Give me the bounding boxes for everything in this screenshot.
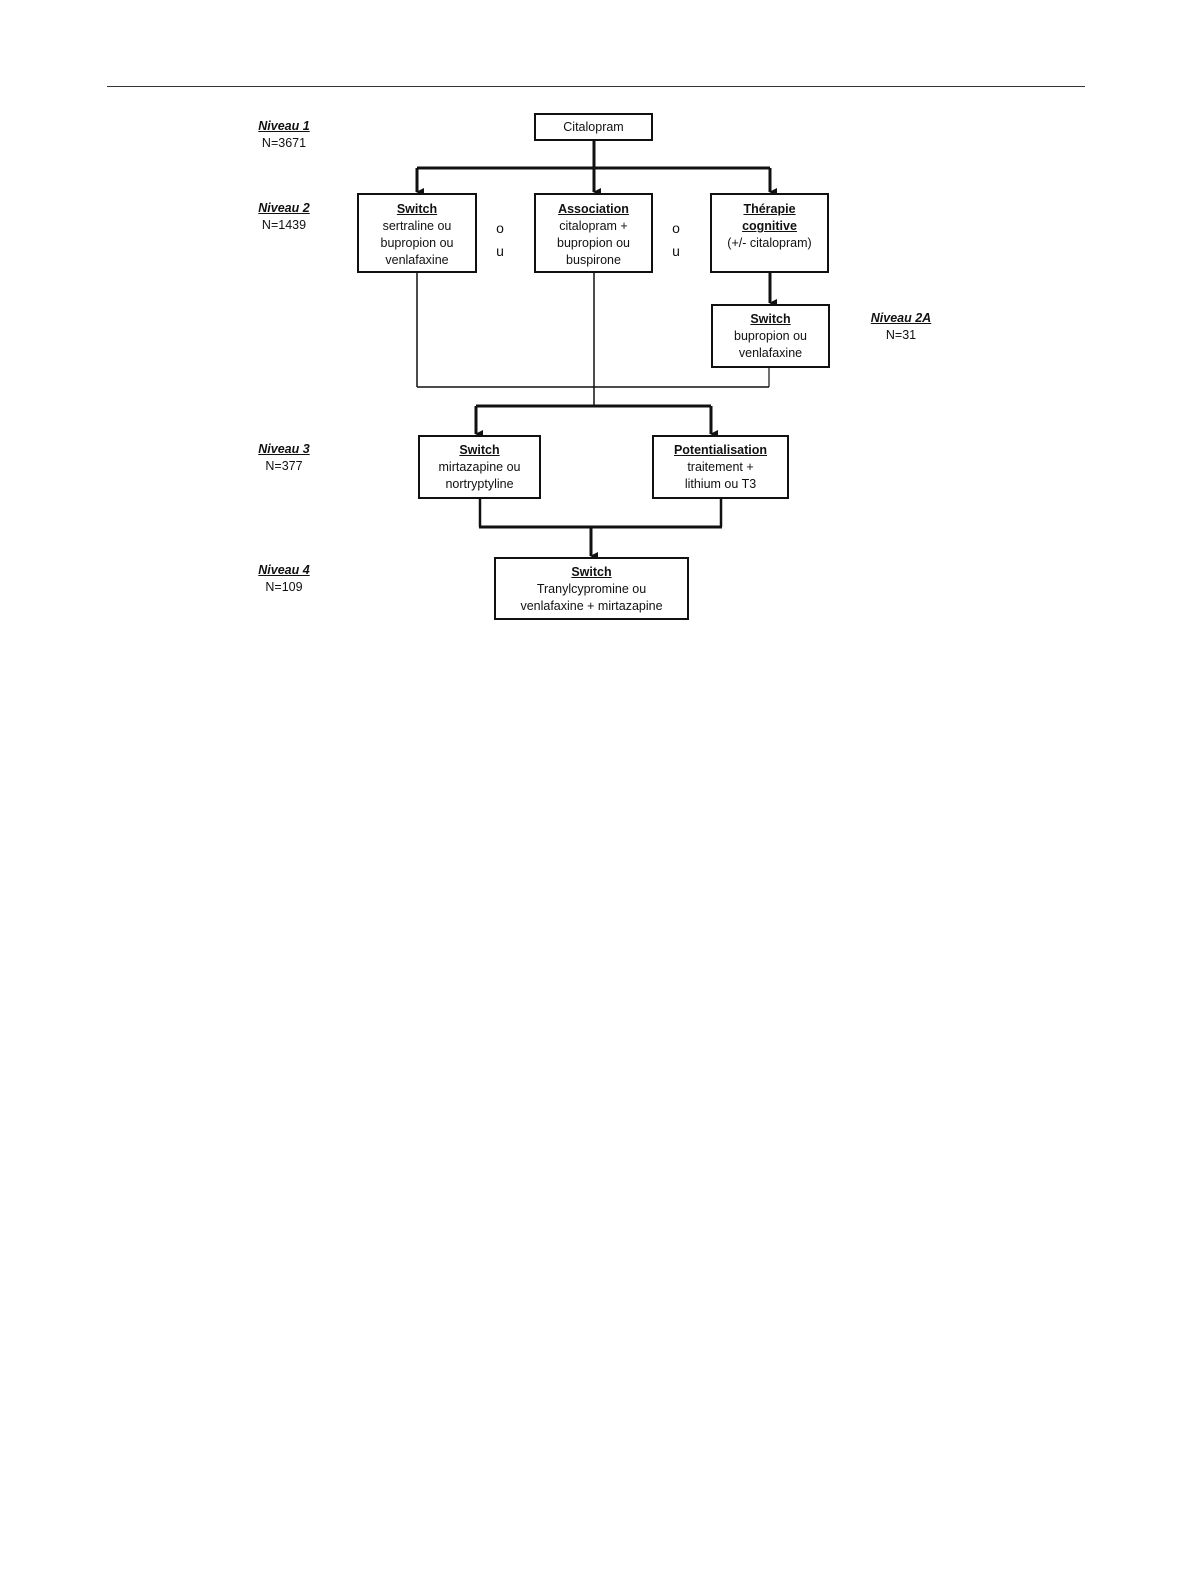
node-title: Switch [396,202,438,216]
level-name: Niveau 1 [258,119,310,133]
node-title: Potentialisation [673,443,768,457]
node-body: Tranylcypromine ou venlafaxine + mirtaza… [520,582,663,613]
node-switch-level2: Switch sertraline ou bupropion ou venlaf… [357,193,477,273]
node-title: Association [558,202,629,216]
connector-lines [415,140,777,560]
level-count: N=3671 [261,136,307,150]
level-label-2: Niveau 2 N=1439 [249,200,319,234]
level-name: Niveau 4 [258,563,310,577]
level-count: N=109 [265,580,303,594]
node-body: citalopram + bupropion ou buspirone [557,219,630,267]
level-label-3: Niveau 3 N=377 [249,441,319,475]
node-body: Citalopram [563,120,624,134]
level-count: N=1439 [261,218,307,232]
node-title: Switch [459,443,500,457]
level-name: Niveau 2A [870,311,932,325]
node-body: (+/- citalopram) [727,236,812,250]
node-title: Thérapie cognitive [742,202,797,233]
level-label-4: Niveau 4 N=109 [249,562,319,596]
node-switch-level4: Switch Tranylcypromine ou venlafaxine + … [494,557,689,620]
node-switch-level3: Switch mirtazapine ou nortryptyline [418,435,541,499]
header-rule [107,86,1085,87]
level-name: Niveau 2 [258,201,310,215]
node-association: Association citalopram + bupropion ou bu… [534,193,653,273]
node-body: traitement + lithium ou T3 [684,460,757,491]
level-label-1: Niveau 1 N=3671 [249,118,319,152]
sep-u: u [672,243,680,259]
node-body: bupropion ou venlafaxine [734,329,807,360]
separator-or-2: o u [669,217,683,263]
level-name: Niveau 3 [258,442,310,456]
node-citalopram: Citalopram [534,113,653,141]
level-count: N=377 [265,459,303,473]
node-switch-level2a: Switch bupropion ou venlafaxine [711,304,830,368]
level-count: N=31 [885,328,917,342]
node-therapie-cognitive: Thérapie cognitive (+/- citalopram) [710,193,829,273]
separator-or-1: o u [493,217,507,263]
node-body: sertraline ou bupropion ou venlafaxine [380,219,454,267]
node-title: Switch [571,565,612,579]
sep-o: o [672,220,680,236]
sep-u: u [496,243,504,259]
node-body: mirtazapine ou nortryptyline [438,460,521,491]
node-potentialisation: Potentialisation traitement + lithium ou… [652,435,789,499]
level-label-2a: Niveau 2A N=31 [866,310,936,344]
node-title: Switch [750,312,791,326]
sep-o: o [496,220,504,236]
